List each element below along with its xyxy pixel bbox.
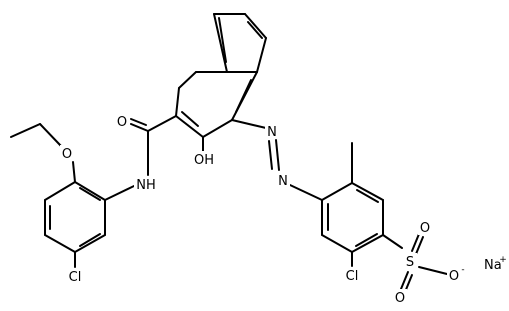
hydroxy-label: OH xyxy=(194,153,214,168)
chloro-left-label: Cl xyxy=(69,270,82,285)
sulfonate-charge-label: - xyxy=(461,265,464,275)
sulfonyl-oxygen-bottom-label: O xyxy=(395,291,405,306)
sodium-label: Na xyxy=(484,258,502,273)
bond-lines xyxy=(10,13,448,293)
sulfonate-oxygen-label: O xyxy=(449,269,459,284)
sulfonyl-oxygen-top-label: O xyxy=(420,221,430,236)
amide-nh-label: NH xyxy=(136,178,156,193)
atom-labels: O NH O Cl OH N N S O O O - Cl Na + xyxy=(60,113,507,306)
chloro-right-label: Cl xyxy=(346,269,359,284)
azo-nitrogen-2-label: N xyxy=(278,174,288,189)
ether-oxygen-label: O xyxy=(62,147,72,162)
amide-oxygen-label: O xyxy=(117,115,127,130)
sulfur-label: S xyxy=(406,255,414,270)
sodium-charge-label: + xyxy=(499,255,507,265)
azo-nitrogen-1-label: N xyxy=(267,125,277,140)
